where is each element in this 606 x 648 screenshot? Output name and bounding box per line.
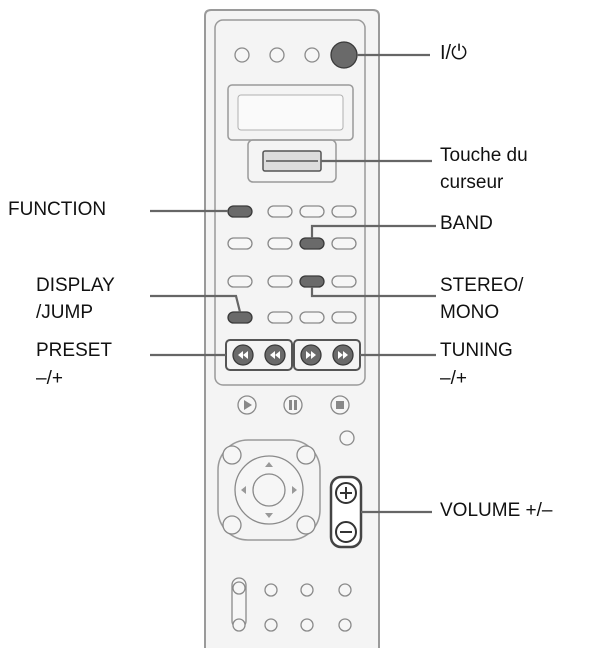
display-jump-button[interactable] xyxy=(227,311,253,324)
dpad-arrows xyxy=(241,462,297,518)
grid-r4-c4[interactable] xyxy=(331,311,357,324)
display-label-line1: DISPLAY xyxy=(36,275,115,296)
dpad-center-button[interactable] xyxy=(252,473,286,507)
dpad-frame xyxy=(217,439,321,541)
stereo-label-line1: STEREO/ xyxy=(440,275,524,296)
stereo-label-line2: MONO xyxy=(440,302,500,323)
pause-button[interactable] xyxy=(283,395,303,415)
lower-r2-c2[interactable] xyxy=(264,618,278,632)
band-button[interactable] xyxy=(299,237,325,250)
plus-icon xyxy=(340,487,352,499)
tuning-label-line2: –/+ xyxy=(440,368,467,389)
tuning-label-line1: TUNING xyxy=(440,340,513,361)
previous-icon xyxy=(238,351,280,359)
grid-r1-c3[interactable] xyxy=(299,205,325,218)
function-button[interactable] xyxy=(227,205,253,218)
lower-r1-c3[interactable] xyxy=(300,583,314,597)
lower-r2-c4[interactable] xyxy=(338,618,352,632)
dpad-corner-tl[interactable] xyxy=(222,445,242,465)
leader-stereo xyxy=(310,287,436,298)
band-label: BAND xyxy=(440,213,493,234)
display-label-line2: /JUMP xyxy=(36,302,93,323)
grid-r2-c4[interactable] xyxy=(331,237,357,250)
grid-r4-c3[interactable] xyxy=(299,311,325,324)
next-icon xyxy=(306,351,348,359)
top-button-3[interactable] xyxy=(304,47,320,63)
grid-r3-c1[interactable] xyxy=(227,275,253,288)
grid-r1-c2[interactable] xyxy=(267,205,293,218)
preset-label-line1: PRESET xyxy=(36,340,113,361)
dpad-corner-br[interactable] xyxy=(296,515,316,535)
cursor-label-line1: Touche du xyxy=(440,145,528,166)
grid-r4-c2[interactable] xyxy=(267,311,293,324)
lower-r1-c1[interactable] xyxy=(232,581,246,595)
pause-icon xyxy=(289,400,297,410)
cursor-label-line2: curseur xyxy=(440,172,504,193)
stereo-mono-button[interactable] xyxy=(299,275,325,288)
upper-frame xyxy=(214,19,366,386)
dpad-corner-tr[interactable] xyxy=(296,445,316,465)
grid-r3-c2[interactable] xyxy=(267,275,293,288)
grid-r2-c1[interactable] xyxy=(227,237,253,250)
top-button-2[interactable] xyxy=(269,47,285,63)
lower-r2-c3[interactable] xyxy=(300,618,314,632)
power-button[interactable] xyxy=(330,41,358,69)
small-round-button[interactable] xyxy=(339,430,355,446)
dpad-corner-bl[interactable] xyxy=(222,515,242,535)
leader-band xyxy=(310,224,436,238)
top-button-1[interactable] xyxy=(234,47,250,63)
lower-r1-c2[interactable] xyxy=(264,583,278,597)
stop-icon xyxy=(336,401,344,409)
power-label: I/⏻ xyxy=(440,42,467,64)
lower-r1-c4[interactable] xyxy=(338,583,352,597)
function-label: FUNCTION xyxy=(8,199,107,220)
volume-label: VOLUME +/– xyxy=(440,500,553,521)
preset-label-line2: –/+ xyxy=(36,368,63,389)
grid-r2-c2[interactable] xyxy=(267,237,293,250)
leader-display xyxy=(150,294,242,313)
grid-r1-c4[interactable] xyxy=(331,205,357,218)
display-window-inner xyxy=(237,94,344,131)
play-icon xyxy=(244,400,252,410)
lower-r2-c1[interactable] xyxy=(232,618,246,632)
grid-r3-c4[interactable] xyxy=(331,275,357,288)
